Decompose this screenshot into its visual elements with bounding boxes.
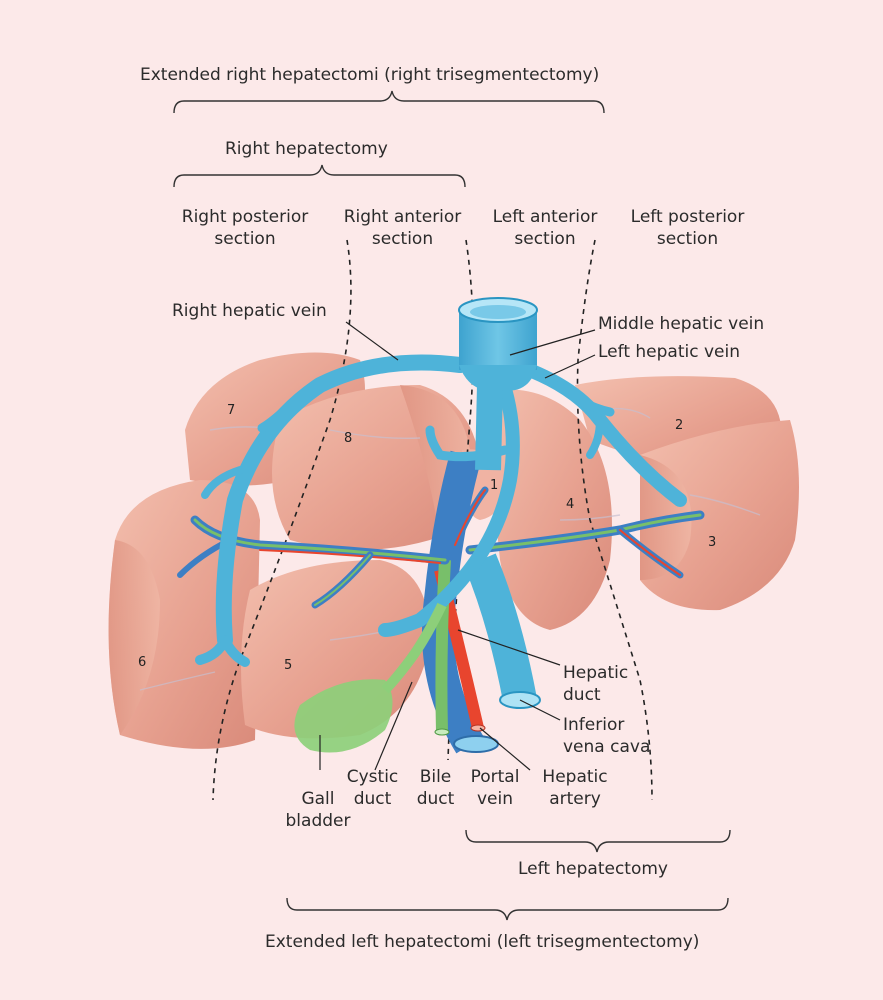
bracket-right	[174, 165, 465, 187]
label-right-hepatectomy: Right hepatectomy	[225, 138, 388, 160]
bracket-left	[466, 830, 730, 852]
label-left-hepatectomy: Left hepatectomy	[518, 858, 668, 880]
bracket-extended-left	[287, 898, 728, 920]
segment-number-7: 7	[227, 403, 235, 418]
label-right-anterior-section: Right anterior section	[330, 206, 475, 250]
segment-number-6: 6	[138, 655, 146, 670]
label-bile-duct: Bile duct	[408, 766, 463, 810]
label-inferior-vena-cava: Inferior vena cava	[563, 714, 650, 758]
label-left-posterior-section: Left posterior section	[615, 206, 760, 250]
label-cystic-duct: Cystic duct	[340, 766, 405, 810]
segment-number-5: 5	[284, 658, 292, 673]
label-right-posterior-section: Right posterior section	[170, 206, 320, 250]
label-portal-vein: Portal vein	[460, 766, 530, 810]
bile-duct	[441, 560, 445, 732]
label-left-anterior-section: Left anterior section	[475, 206, 615, 250]
label-middle-hepatic-vein: Middle hepatic vein	[598, 313, 764, 335]
label-extended-right-hepatectomy: Extended right hepatectomi (right triseg…	[140, 64, 599, 86]
label-hepatic-duct: Hepatic duct	[563, 662, 628, 706]
segment-number-1: 1	[490, 478, 498, 493]
label-left-hepatic-vein: Left hepatic vein	[598, 341, 740, 363]
label-right-hepatic-vein: Right hepatic vein	[172, 300, 327, 322]
label-hepatic-artery: Hepatic artery	[535, 766, 615, 810]
segment-number-8: 8	[344, 431, 352, 446]
segment-number-4: 4	[566, 497, 574, 512]
segment-number-2: 2	[675, 418, 683, 433]
segment-number-3: 3	[708, 535, 716, 550]
bracket-extended-right	[174, 91, 604, 113]
label-extended-left-hepatectomy: Extended left hepatectomi (left trisegme…	[265, 931, 699, 953]
